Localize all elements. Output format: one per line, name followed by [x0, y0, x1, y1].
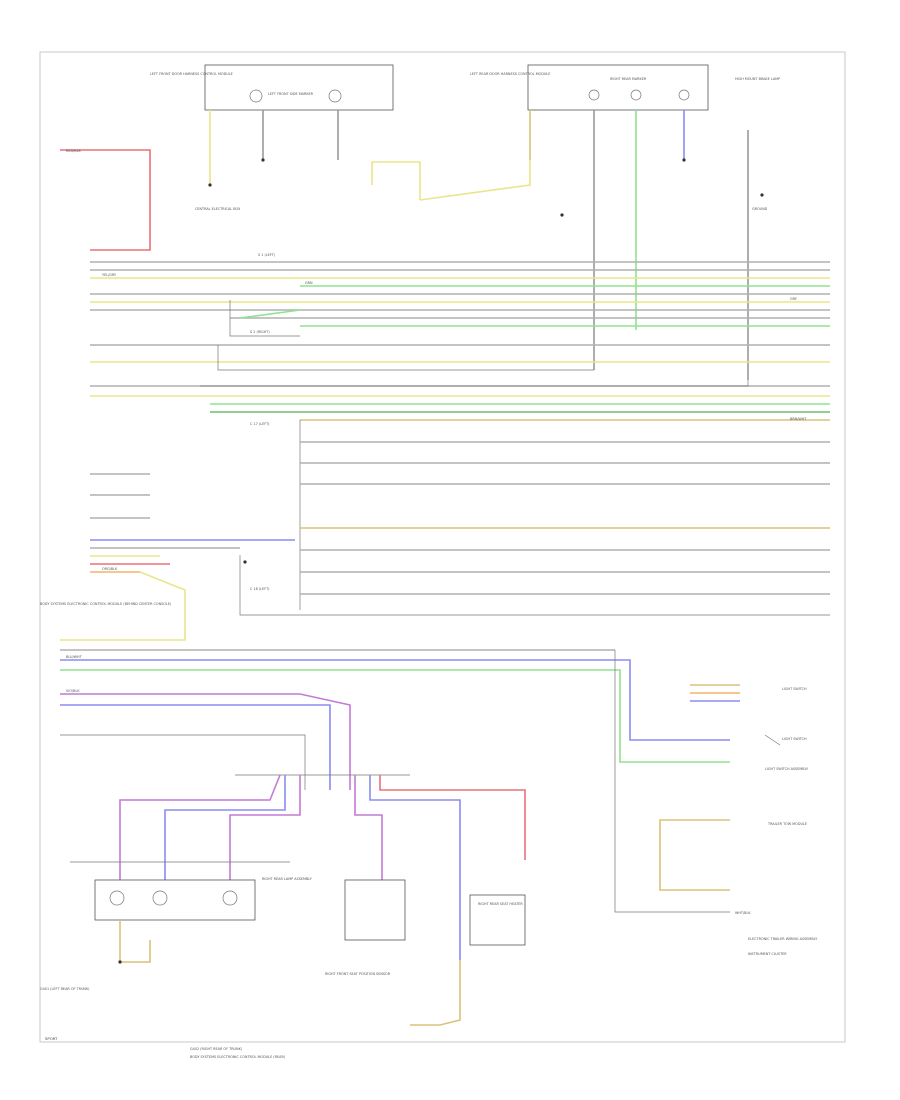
- wire-label-brn: BRN/WHT: [790, 417, 807, 421]
- junction-dot-2: [261, 158, 265, 162]
- lamp-assembly-box: [94, 879, 256, 921]
- switch-title-label: LIGHT SWITCH ASSEMBLY: [765, 767, 809, 771]
- low-line-blue-2: [60, 704, 331, 790]
- connector-left-label: CENTRAL ELECTRICAL BOX: [195, 207, 241, 211]
- wire-label-vio: VIO/BLK: [66, 689, 80, 693]
- lower-left-note: BODY SYSTEMS ELECTRONIC CONTROL MODULE (…: [40, 602, 172, 606]
- splice-right-label: S 2 (RIGHT): [250, 330, 270, 334]
- wire-yellow-loop: [371, 161, 421, 200]
- top-left-module-box: [204, 64, 394, 111]
- lamp-3: [222, 890, 238, 906]
- link-a: [217, 345, 594, 371]
- tow-module-label: TRAILER TOW MODULE: [767, 822, 807, 826]
- wire-label-wht: WHT/BLK: [735, 911, 751, 915]
- switch-a-label: LIGHT SWITCH: [782, 687, 807, 691]
- right-lamps-title: RIGHT REAR MARKER: [610, 77, 647, 81]
- drop-violet-1: [119, 774, 281, 880]
- splice-left-label: S 1 (LEFT): [258, 253, 276, 257]
- right-lamp-symbol-2: [630, 89, 642, 101]
- wire-yellow-join: [419, 160, 531, 201]
- low-line-gray-2: [60, 734, 306, 790]
- ground-left-label: G401 (LEFT REAR OF TRUNK): [40, 987, 90, 991]
- footer-bottom-label: BODY SYSTEMS ELECTRONIC CONTROL MODULE (…: [190, 1055, 286, 1059]
- low-line-return: [614, 650, 730, 913]
- diagram-frame: [39, 51, 846, 1043]
- bundle-return: [239, 555, 830, 616]
- link-c: [200, 380, 749, 387]
- seat-heater-box: [469, 894, 526, 946]
- junction-dot-1: [208, 183, 212, 187]
- lamp-ground-wire: [119, 920, 151, 963]
- top-right-module-box: [527, 64, 709, 111]
- stub-yellow-down: [60, 571, 186, 641]
- switch-b-label: LIGHT SWITCH: [782, 737, 807, 741]
- drop-blue-2: [369, 775, 461, 960]
- lower-right-note: ELECTRONIC TRAILER WIRING ASSEMBLY: [748, 937, 818, 941]
- low-line-blue: [60, 659, 730, 741]
- front-pos-sensor-label: RIGHT FRONT SEAT POSITION SENSOR: [325, 972, 391, 976]
- wire-label-org: ORG/BLK: [102, 567, 118, 571]
- junction-dot-5: [760, 193, 764, 197]
- top-right-module-label: LEFT REAR DOOR HARNESS CONTROL MODULE: [470, 72, 550, 76]
- mid-splice-b-label: C 18 (LEFT): [250, 587, 270, 591]
- lamp-2: [152, 890, 168, 906]
- wire-label-yel: YEL/GRY: [102, 273, 117, 277]
- mid-splice-a-label: C 17 (LEFT): [250, 422, 270, 426]
- lamp-1: [109, 890, 125, 906]
- wire-label-gry: GRY: [790, 297, 798, 301]
- high-mount-label: HIGH MOUNT BRAKE LAMP: [735, 77, 780, 81]
- switch-contact: [764, 734, 781, 746]
- junction-dot-3: [560, 213, 564, 217]
- bottom-ground-wire: [410, 960, 461, 1026]
- right-lamp-symbol-1: [588, 89, 600, 101]
- low-line-violet: [60, 693, 351, 790]
- low-line-green: [60, 669, 730, 763]
- drop-blue-1: [164, 775, 286, 880]
- junction-dot-6: [243, 560, 247, 564]
- wire-label-grn: GRN: [305, 281, 313, 285]
- link-d: [239, 309, 301, 319]
- top-left-module-label: LEFT FRONT DOOR HARNESS CONTROL MODULE: [150, 72, 233, 76]
- wire-red-left: [60, 149, 151, 251]
- right-rear-lamps-label: RIGHT REAR LAMP ASSEMBLY: [262, 877, 313, 881]
- seat-sensor-box: [344, 879, 406, 941]
- footer-label: SPORT: [45, 1036, 58, 1041]
- junction-dot-7: [118, 960, 122, 964]
- junction-dot-4: [682, 158, 686, 162]
- right-lamp-symbol-3: [678, 89, 690, 101]
- wire-label-red: RED/BLK: [66, 149, 81, 153]
- cluster-label: INSTRUMENT CLUSTER: [748, 952, 787, 956]
- left-lamp-symbol-2: [328, 89, 342, 103]
- drop-red: [379, 775, 526, 860]
- seat-heater-label: RIGHT REAR SEAT HEATER: [478, 902, 523, 906]
- wire-label-blu: BLU/WHT: [66, 655, 83, 659]
- tow-wire: [659, 819, 730, 891]
- ground-bottom-label: G402 (RIGHT REAR OF TRUNK): [190, 1047, 243, 1051]
- drop-violet-3: [354, 775, 383, 880]
- ground-right-label: GROUND: [752, 207, 768, 211]
- drop-violet-2: [229, 775, 301, 880]
- left-lamps-title: LEFT FRONT SIDE MARKER: [268, 92, 314, 96]
- left-lamp-symbol-1: [249, 89, 263, 103]
- link-b: [229, 300, 300, 337]
